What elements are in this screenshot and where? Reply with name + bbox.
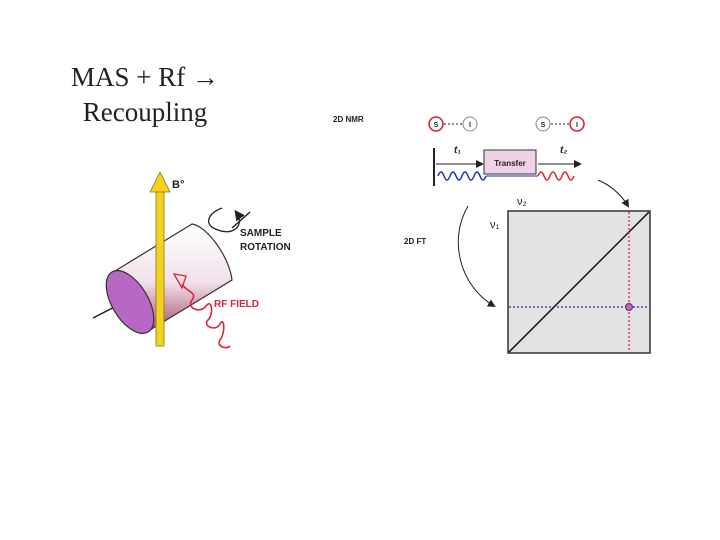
- spectrum-diagonal: [508, 211, 650, 353]
- rf-field-label: RF FIELD: [214, 299, 259, 310]
- t2-label: t₂: [560, 145, 567, 156]
- nu2-label: ν₂: [517, 196, 527, 208]
- rotation-axis-front: [231, 211, 251, 229]
- sample-rotation-label-2: ROTATION: [240, 242, 291, 253]
- fid-t2-wave: [537, 171, 575, 181]
- fid-t1-wave: [437, 171, 487, 181]
- spin-s-left-label: S: [434, 122, 439, 129]
- mas-diagram: B° SAMPLE ROTATION RF FIELD: [92, 171, 291, 349]
- title-line-1: MAS + Rf →: [71, 62, 219, 92]
- cross-peak-dot: [625, 303, 633, 311]
- spin-i-right-label: I: [576, 122, 578, 129]
- t1-label: t₁: [454, 145, 461, 156]
- spin-i-left: [462, 116, 478, 132]
- spin-i-left-label: I: [469, 122, 471, 129]
- transfer-label: Transfer: [494, 159, 526, 168]
- title-line-2: Recoupling: [82, 97, 208, 127]
- 2d-nmr-label: 2D NMR: [333, 115, 364, 124]
- sample-rotation-label-1: SAMPLE: [240, 228, 282, 239]
- rf-field-wave-icon: [181, 283, 231, 349]
- spin-s-right-label: S: [541, 122, 546, 129]
- transfer-box: [483, 149, 537, 175]
- 2d-ft-label: 2D FT: [404, 237, 426, 246]
- spin-s-right: [535, 116, 551, 132]
- spin-s-left: [428, 116, 444, 132]
- fid-to-spectrum-arrow: [597, 179, 630, 208]
- nmr-diagram: 2D NMR S I S I t₁ Transfer t₂ 2D FT ν₂ ν…: [333, 115, 651, 354]
- b0-label: B°: [172, 179, 184, 191]
- nu1-label: ν₁: [490, 219, 500, 231]
- rotation-arrow-icon: [208, 207, 245, 233]
- ft-curved-arrow: [457, 205, 496, 308]
- rf-arrowhead-icon: [172, 273, 187, 290]
- b0-field-arrow-icon: [149, 171, 171, 347]
- sample-end-cap: [105, 269, 155, 335]
- spin-i-right: [569, 116, 585, 132]
